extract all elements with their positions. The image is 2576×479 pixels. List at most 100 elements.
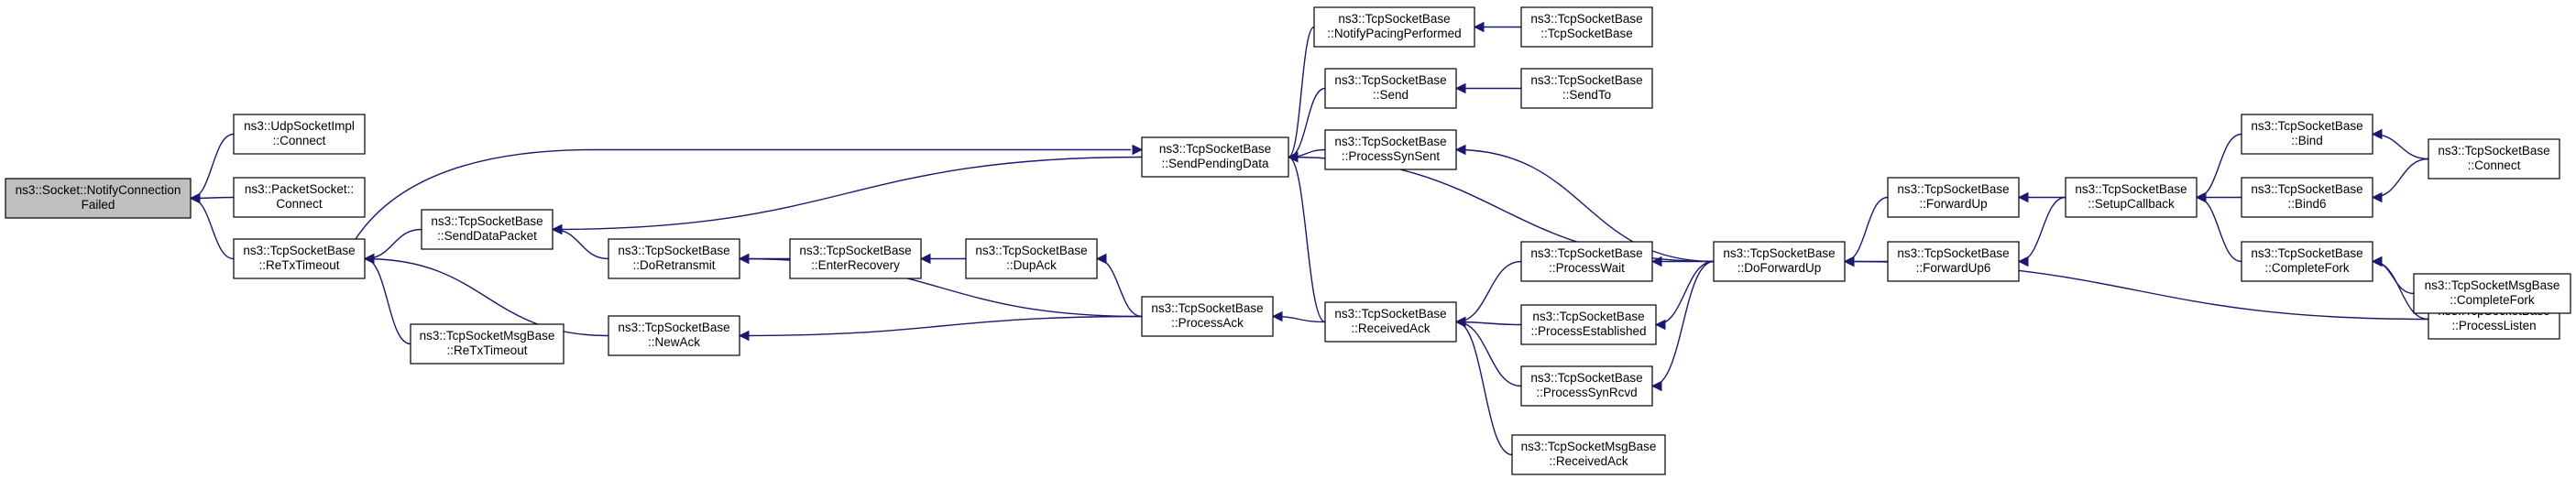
node-msgcompletefork[interactable]: ns3::TcpSocketMsgBase::CompleteFork <box>2413 273 2571 314</box>
node-box <box>965 238 1098 279</box>
node-senddatapkt[interactable]: ns3::TcpSocketBase::SendDataPacket <box>421 209 554 250</box>
arrowhead <box>1287 151 1299 163</box>
node-box <box>1511 434 1666 475</box>
node-bind[interactable]: ns3::TcpSocketBase::Bind <box>2241 114 2373 155</box>
edge-retx-to-notify <box>190 197 235 260</box>
node-msgretx[interactable]: ns3::TcpSocketMsgBase::ReTxTimeout <box>410 323 565 365</box>
node-label-line: ns3::TcpSocketBase <box>618 321 729 334</box>
arrowhead <box>2371 256 2383 267</box>
node-receivedack[interactable]: ns3::TcpSocketBase::ReceivedAck <box>1324 301 1457 343</box>
node-label-line: ns3::TcpSocketBase <box>2251 182 2362 196</box>
node-send[interactable]: ns3::TcpSocketBase::Send <box>1324 68 1457 109</box>
arrowhead <box>1271 310 1283 322</box>
node-label-line: ns3::TcpSocketBase <box>975 244 1087 257</box>
node-label-line: ::DoRetransmit <box>632 258 715 272</box>
node-newack[interactable]: ns3::TcpSocketBase::NewAck <box>608 315 740 356</box>
node-retx[interactable]: ns3::TcpSocketBase::ReTxTimeout <box>233 238 366 279</box>
node-sendpending[interactable]: ns3::TcpSocketBase::SendPendingData <box>1141 136 1289 178</box>
node-sendto[interactable]: ns3::TcpSocketBase::SendTo <box>1520 68 1653 109</box>
node-box <box>1520 6 1653 48</box>
edge-processack-to-newack <box>739 315 1143 337</box>
node-label-line: ns3::TcpSocketBase <box>2438 144 2549 158</box>
node-udpconnect[interactable]: ns3::UdpSocketImpl::Connect <box>233 114 366 155</box>
node-label-line: ns3::TcpSocketBase <box>1334 73 1446 87</box>
node-box <box>1887 177 2020 218</box>
node-label-line: ns3::TcpSocketBase <box>1151 301 1263 315</box>
node-bind6[interactable]: ns3::TcpSocketBase::Bind6 <box>2241 177 2373 218</box>
node-label-line: ns3::TcpSocketBase <box>243 244 355 257</box>
node-label-line: Failed <box>82 198 115 212</box>
node-label-line: ::SendPendingData <box>1161 157 1269 170</box>
node-label-line: ns3::TcpSocketBase <box>1338 12 1450 26</box>
node-label-line: ::Send <box>1373 88 1409 102</box>
node-setupcallback[interactable]: ns3::TcpSocketBase::SetupCallback <box>2065 177 2198 218</box>
arrowhead <box>1454 82 1466 94</box>
node-label-line: ns3::TcpSocketBase <box>2251 246 2362 260</box>
node-enterrecovery[interactable]: ns3::TcpSocketBase::EnterRecovery <box>789 238 922 279</box>
node-label-line: ::NewAck <box>648 335 700 349</box>
node-label-line: ns3::TcpSocketBase <box>1897 182 2009 196</box>
edge-receivedack-to-sendpending <box>1288 156 1326 323</box>
node-label-line: ns3::TcpSocketBase <box>431 214 543 228</box>
node-box <box>1520 365 1653 407</box>
node-label-line: ::TcpSocketBase <box>1540 27 1633 40</box>
arrowhead <box>1095 253 1107 265</box>
node-label-line: ns3::TcpSocketMsgBase <box>2425 278 2560 292</box>
arrowhead <box>1650 256 1662 267</box>
node-processestablished[interactable]: ns3::TcpSocketBase::ProcessEstablished <box>1520 304 1657 345</box>
node-label-line: ns3::Socket::NotifyConnection <box>16 183 181 197</box>
node-processsynsent[interactable]: ns3::TcpSocketBase::ProcessSynSent <box>1324 129 1457 170</box>
node-box <box>2241 241 2373 282</box>
node-label-line: ::SetupCallback <box>2088 197 2175 211</box>
edge-newack-to-retx <box>364 257 609 337</box>
node-doforwardup[interactable]: ns3::TcpSocketBase::DoForwardUp <box>1713 241 1846 282</box>
node-label-line: ::ProcessSynSent <box>1342 149 1441 163</box>
node-processwait[interactable]: ns3::TcpSocketBase::ProcessWait <box>1520 241 1653 282</box>
node-label-line: ::ProcessListen <box>2451 319 2536 332</box>
arrowhead <box>1654 319 1666 331</box>
node-label-line: ns3::TcpSocketMsgBase <box>420 329 555 343</box>
edge-processack-to-dupack <box>1096 257 1143 318</box>
node-label-line: ns3::TcpSocketBase <box>1334 307 1446 321</box>
node-label-line: ::NotifyPacingPerformed <box>1327 27 1461 40</box>
node-label-line: ::Bind6 <box>2287 197 2326 211</box>
node-processsynrcvd[interactable]: ns3::TcpSocketBase::ProcessSynRcvd <box>1520 365 1653 407</box>
arrowhead <box>738 253 750 265</box>
node-box <box>1141 136 1289 178</box>
node-label-line: ns3::TcpSocketBase <box>1530 371 1642 385</box>
node-msgreceivedack[interactable]: ns3::TcpSocketMsgBase::ReceivedAck <box>1511 434 1666 475</box>
node-processack[interactable]: ns3::TcpSocketBase::ProcessAck <box>1141 296 1274 337</box>
node-notifypacing[interactable]: ns3::TcpSocketBase::NotifyPacingPerforme… <box>1313 6 1475 48</box>
node-forwardup6[interactable]: ns3::TcpSocketBase::ForwardUp6 <box>1887 241 2020 282</box>
arrowhead <box>738 330 750 342</box>
node-label-line: ns3::TcpSocketBase <box>2251 119 2362 133</box>
node-completefork[interactable]: ns3::TcpSocketBase::CompleteFork <box>2241 241 2373 282</box>
edge-processsynrcvd-to-receivedack <box>1455 321 1522 387</box>
node-pktconnect[interactable]: ns3::PacketSocket::Connect <box>233 177 366 218</box>
node-label-line: ns3::TcpSocketBase <box>618 244 729 257</box>
node-label-line: ns3::TcpSocketBase <box>1530 73 1642 87</box>
arrowhead <box>2195 191 2207 203</box>
node-box <box>233 114 366 155</box>
node-label-line: ::ForwardUp6 <box>1916 261 1991 275</box>
node-box <box>1324 129 1457 170</box>
node-box <box>233 177 366 218</box>
node-tcpsocketbase[interactable]: ns3::TcpSocketBase::TcpSocketBase <box>1520 6 1653 48</box>
node-doretransmit[interactable]: ns3::TcpSocketBase::DoRetransmit <box>608 238 740 279</box>
node-box <box>1324 301 1457 343</box>
node-label-line: ::ReceivedAck <box>1549 454 1628 468</box>
node-label-line: ::Connect <box>2468 158 2521 172</box>
node-tcpconnect[interactable]: ns3::TcpSocketBase::Connect <box>2428 138 2560 180</box>
node-label-line: ::SendTo <box>1562 88 1611 102</box>
node-label-line: ::EnterRecovery <box>811 258 900 272</box>
edge-tcpconnect-to-bind6 <box>2372 158 2429 199</box>
arrowhead <box>2371 128 2383 140</box>
node-box <box>1313 6 1475 48</box>
edge-completefork-to-setupcallback <box>2196 196 2242 263</box>
node-dupack[interactable]: ns3::TcpSocketBase::DupAck <box>965 238 1098 279</box>
node-box <box>5 178 192 219</box>
node-forwardup[interactable]: ns3::TcpSocketBase::ForwardUp <box>1887 177 2020 218</box>
node-box <box>608 315 740 356</box>
arrowhead <box>1650 380 1662 392</box>
